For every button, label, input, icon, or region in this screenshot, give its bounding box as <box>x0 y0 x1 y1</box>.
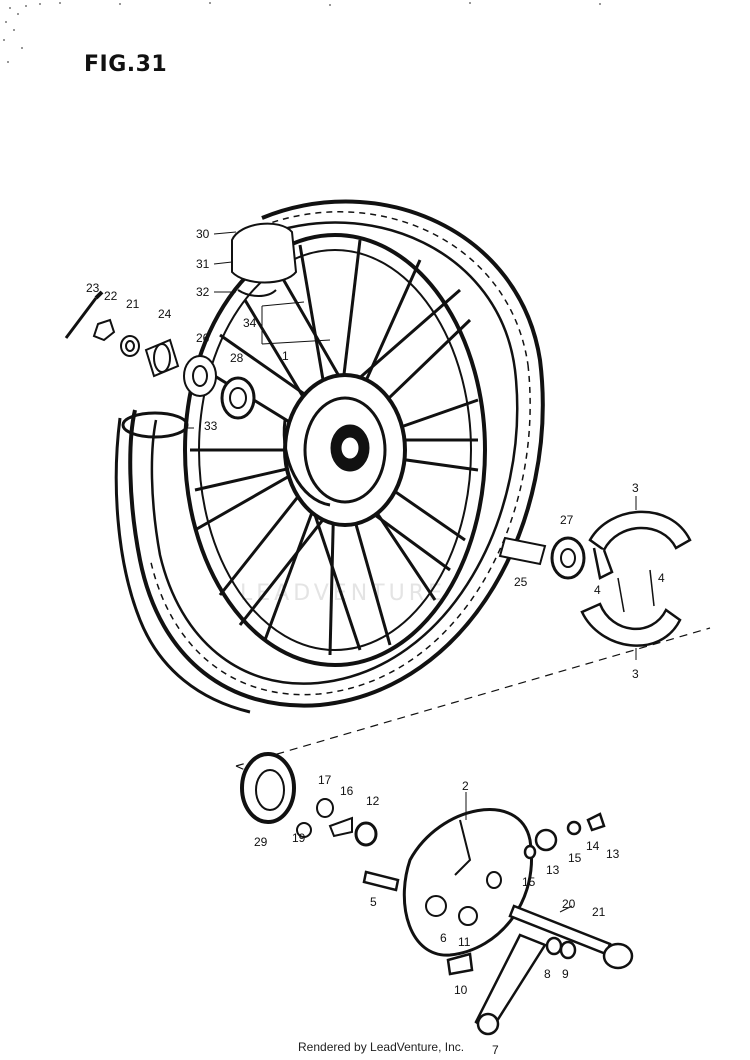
label-17: 17 <box>318 773 332 787</box>
label-2: 2 <box>462 779 469 793</box>
label-4-left: 4 <box>594 583 601 597</box>
left-axle-parts <box>64 290 256 420</box>
part-labels: 30 31 32 34 23 22 21 24 26 28 1 33 3 27 … <box>86 227 665 1057</box>
label-4-right: 4 <box>658 571 665 585</box>
rim-band-parts <box>231 222 298 297</box>
brake-cam-lever <box>362 812 634 1036</box>
label-21-upper: 21 <box>126 297 140 311</box>
label-25: 25 <box>514 575 528 589</box>
brake-panel <box>402 808 533 957</box>
tire <box>114 199 545 714</box>
label-32: 32 <box>196 285 210 299</box>
label-20: 20 <box>562 897 576 911</box>
axis-lines <box>235 627 711 791</box>
label-14: 14 <box>586 839 600 853</box>
label-13-right: 13 <box>606 847 620 861</box>
label-5: 5 <box>370 895 377 909</box>
figure-title: FIG.31 <box>84 52 168 77</box>
label-8: 8 <box>544 967 551 981</box>
label-23: 23 <box>86 281 100 295</box>
label-11: 11 <box>458 935 471 949</box>
seal-and-washers <box>240 752 378 847</box>
label-1: 1 <box>282 349 289 363</box>
label-28: 28 <box>230 351 244 365</box>
footer-credit: Rendered by LeadVenture, Inc. <box>298 1040 465 1054</box>
label-9: 9 <box>562 967 569 981</box>
label-24: 24 <box>158 307 172 321</box>
label-12: 12 <box>366 794 380 808</box>
label-27: 27 <box>560 513 574 527</box>
label-19: 19 <box>292 831 306 845</box>
scan-noise <box>3 2 601 63</box>
brake-shoes <box>580 510 692 647</box>
label-26: 26 <box>196 331 210 345</box>
right-axle-parts <box>498 536 586 580</box>
label-13-upper: 13 <box>546 863 560 877</box>
label-33: 33 <box>204 419 218 433</box>
label-34: 34 <box>243 316 257 330</box>
label-21-lower: 21 <box>592 905 606 919</box>
label-10: 10 <box>454 983 468 997</box>
label-15-upper: 15 <box>568 851 582 865</box>
label-7: 7 <box>492 1043 499 1057</box>
label-30: 30 <box>196 227 210 241</box>
leader-lines <box>186 231 637 913</box>
label-16: 16 <box>340 784 354 798</box>
label-15-lower: 15 <box>522 875 536 889</box>
label-31: 31 <box>196 257 210 271</box>
label-3-upper: 3 <box>632 481 639 495</box>
label-3-lower: 3 <box>632 667 639 681</box>
hub <box>282 373 407 527</box>
label-22: 22 <box>104 289 118 303</box>
label-29: 29 <box>254 835 268 849</box>
label-6: 6 <box>440 931 447 945</box>
